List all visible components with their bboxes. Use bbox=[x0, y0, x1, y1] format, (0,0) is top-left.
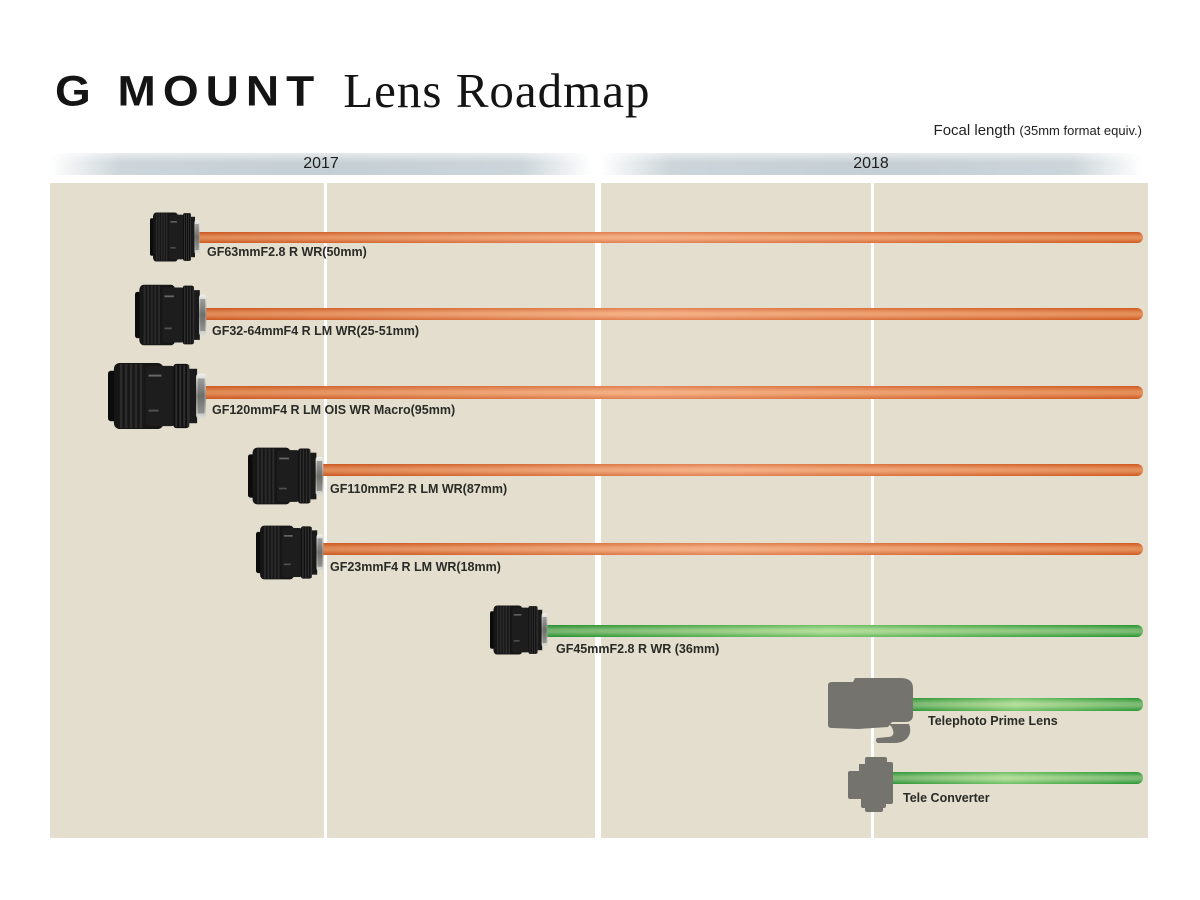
page-title: Lens Roadmap bbox=[343, 63, 651, 118]
lens-icon bbox=[256, 524, 324, 581]
roadmap-bar-released bbox=[312, 543, 1143, 555]
year-header-2017: 2017 bbox=[50, 153, 592, 175]
year-gridline bbox=[871, 183, 874, 838]
item-label: GF32-64mmF4 R LM WR(25-51mm) bbox=[212, 324, 419, 338]
year-gridline bbox=[595, 183, 601, 838]
roadmap-bar-released bbox=[190, 232, 1143, 243]
lens-icon bbox=[108, 361, 207, 431]
roadmap-bar-released bbox=[195, 308, 1143, 320]
focal-length-text: Focal length bbox=[933, 122, 1016, 139]
g-mount-logo: G MOUNT bbox=[55, 67, 322, 115]
page-title-row: G MOUNT Lens Roadmap bbox=[55, 62, 651, 119]
lens-icon bbox=[248, 446, 324, 506]
item-label: GF45mmF2.8 R WR (36mm) bbox=[556, 642, 720, 656]
roadmap-bar-released bbox=[195, 386, 1143, 399]
roadmap-bar-planned bbox=[540, 625, 1143, 637]
lens-icon bbox=[490, 604, 548, 656]
chart-area: GF63mmF2.8 R WR(50mm) GF32-64mmF4 R LM WR… bbox=[50, 183, 1148, 838]
roadmap-bar-planned bbox=[878, 772, 1143, 784]
year-gridline bbox=[324, 183, 327, 838]
item-label: GF23mmF4 R LM WR(18mm) bbox=[330, 560, 501, 574]
item-label: Tele Converter bbox=[903, 791, 990, 805]
telephoto-silhouette-icon bbox=[820, 677, 920, 745]
teleconverter-silhouette-icon bbox=[848, 757, 895, 812]
roadmap-bar-planned bbox=[898, 698, 1143, 711]
item-label: Telephoto Prime Lens bbox=[928, 714, 1058, 728]
year-header-2018: 2018 bbox=[600, 153, 1142, 175]
lens-icon bbox=[135, 283, 207, 347]
focal-length-note: Focal length (35mm format equiv.) bbox=[934, 122, 1142, 139]
focal-length-equiv-text: (35mm format equiv.) bbox=[1019, 123, 1142, 138]
lens-icon bbox=[150, 211, 200, 263]
item-label: GF120mmF4 R LM OIS WR Macro(95mm) bbox=[212, 403, 456, 417]
item-label: GF110mmF2 R LM WR(87mm) bbox=[330, 482, 508, 496]
item-label: GF63mmF2.8 R WR(50mm) bbox=[207, 245, 367, 259]
roadmap-bar-released bbox=[312, 464, 1143, 476]
